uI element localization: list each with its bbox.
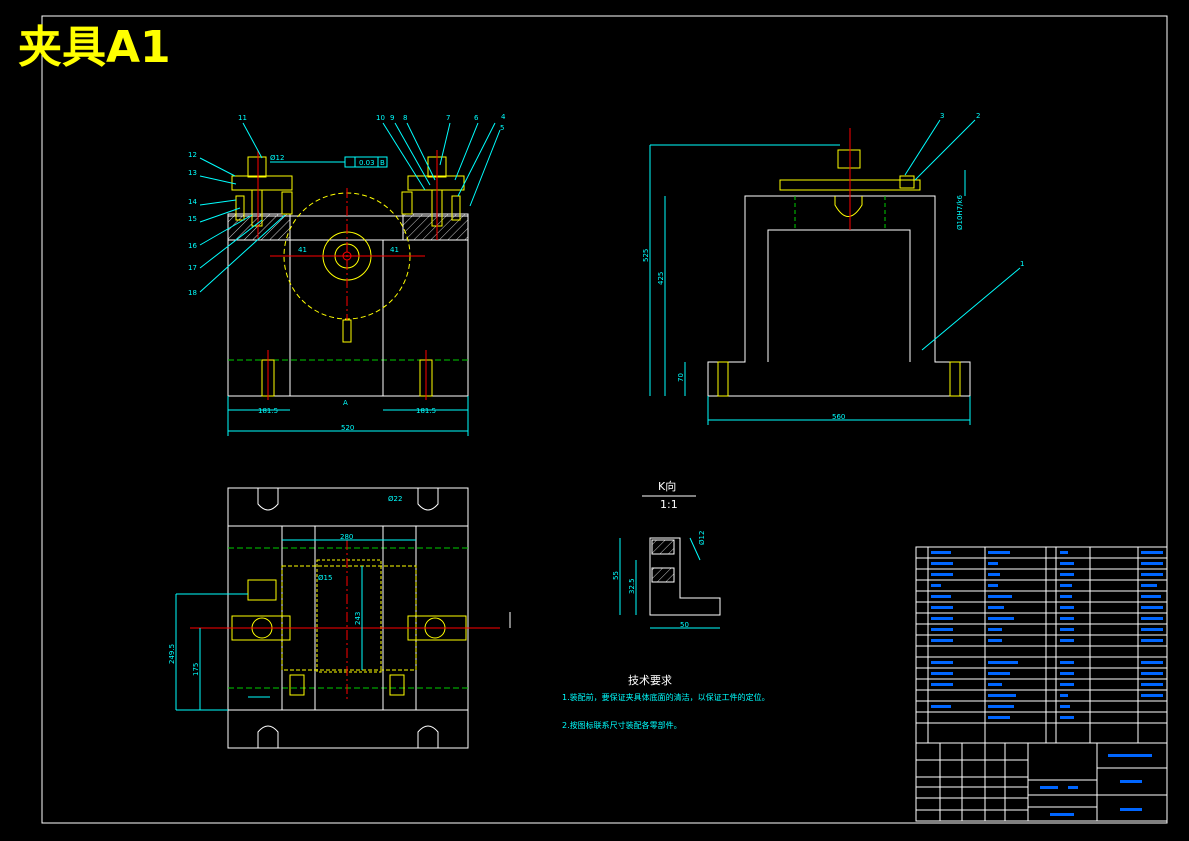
dim-32-5: 32.5 bbox=[628, 578, 636, 594]
dim-181-left: 181.5 bbox=[258, 407, 278, 415]
dim-181-right: 181.5 bbox=[416, 407, 436, 415]
dim-41-right: 41 bbox=[390, 246, 399, 254]
balloon-17: 17 bbox=[188, 264, 197, 272]
tech-req-item-2: 2.按图标联系尺寸装配各零部件。 bbox=[562, 720, 682, 730]
dim-dia12-k: Ø12 bbox=[698, 531, 706, 545]
label-dia15: Ø15 bbox=[318, 574, 332, 582]
side-view bbox=[649, 119, 1021, 425]
parts-list bbox=[915, 546, 1168, 822]
dim-175: 175 bbox=[192, 663, 200, 676]
label-dia22: Ø22 bbox=[388, 495, 402, 503]
dim-560: 560 bbox=[832, 413, 845, 421]
balloon-16: 16 bbox=[188, 242, 197, 250]
balloon-1: 1 bbox=[1020, 260, 1024, 268]
balloon-12: 12 bbox=[188, 151, 197, 159]
dim-520: 520 bbox=[341, 424, 354, 432]
fit-note: Ø10H7/k6 bbox=[956, 194, 964, 230]
k-view-scale: 1:1 bbox=[660, 498, 678, 511]
tech-req-item-1: 1.装配前，要保证夹具体底面的清洁，以保证工件的定位。 bbox=[562, 692, 770, 702]
k-view bbox=[619, 495, 721, 629]
balloon-18: 18 bbox=[188, 289, 197, 297]
balloon-11: 11 bbox=[238, 114, 247, 122]
balloon-9: 9 bbox=[390, 114, 394, 122]
balloon-8: 8 bbox=[403, 114, 407, 122]
drawing-title: 夹具A1 bbox=[18, 22, 171, 73]
sheet-border bbox=[41, 15, 1168, 824]
datum-label: B bbox=[380, 159, 385, 167]
dim-70: 70 bbox=[677, 373, 685, 382]
balloon-14: 14 bbox=[188, 198, 197, 206]
balloon-2: 2 bbox=[976, 112, 980, 120]
dim-280: 280 bbox=[340, 533, 353, 541]
dim-41-left: 41 bbox=[298, 246, 307, 254]
balloon-15: 15 bbox=[188, 215, 197, 223]
front-view bbox=[199, 122, 501, 436]
dim-50: 50 bbox=[680, 621, 689, 629]
dim-243: 243 bbox=[354, 612, 362, 625]
top-view bbox=[175, 487, 511, 749]
dim-525: 525 bbox=[642, 249, 650, 262]
k-view-title: K向 bbox=[658, 479, 676, 493]
balloon-10: 10 bbox=[376, 114, 385, 122]
balloon-3: 3 bbox=[940, 112, 944, 120]
balloon-5: 5 bbox=[500, 124, 504, 132]
parts-list-marks bbox=[931, 551, 1163, 816]
balloon-4: 4 bbox=[501, 113, 506, 121]
tolerance-value: 0.03 bbox=[359, 159, 375, 167]
dim-425: 425 bbox=[657, 272, 665, 285]
dim-dia12: Ø12 bbox=[270, 154, 284, 162]
dim-55: 55 bbox=[612, 571, 620, 580]
dim-249-5: 249.5 bbox=[168, 644, 176, 664]
balloon-7: 7 bbox=[446, 114, 450, 122]
section-mark: A bbox=[343, 399, 348, 407]
balloon-13: 13 bbox=[188, 169, 197, 177]
tech-req-heading: 技术要求 bbox=[628, 674, 672, 687]
balloon-6: 6 bbox=[474, 114, 479, 122]
